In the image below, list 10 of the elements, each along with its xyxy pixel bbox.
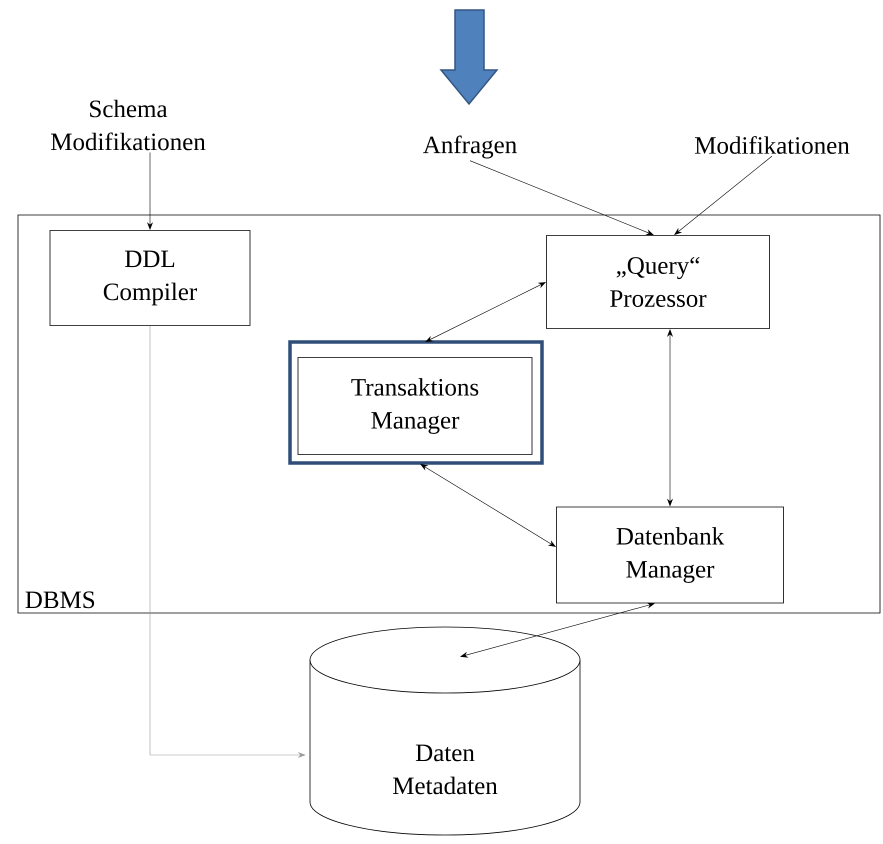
process-box: Datenbank Manager (556, 506, 784, 604)
input-label: Schema Modifikationen (50, 100, 206, 150)
arrow (470, 160, 654, 236)
process-box: „Query“ Prozessor (546, 235, 770, 329)
node-label: Daten Metadaten (392, 744, 498, 794)
database-cylinder: Daten Metadaten (310, 626, 580, 836)
input-label: Anfragen (423, 136, 517, 158)
highlighted-process-box: Transaktions Manager (288, 340, 544, 465)
input-label: Modifikationen (694, 136, 850, 154)
process-box: DDL Compiler (50, 230, 250, 326)
